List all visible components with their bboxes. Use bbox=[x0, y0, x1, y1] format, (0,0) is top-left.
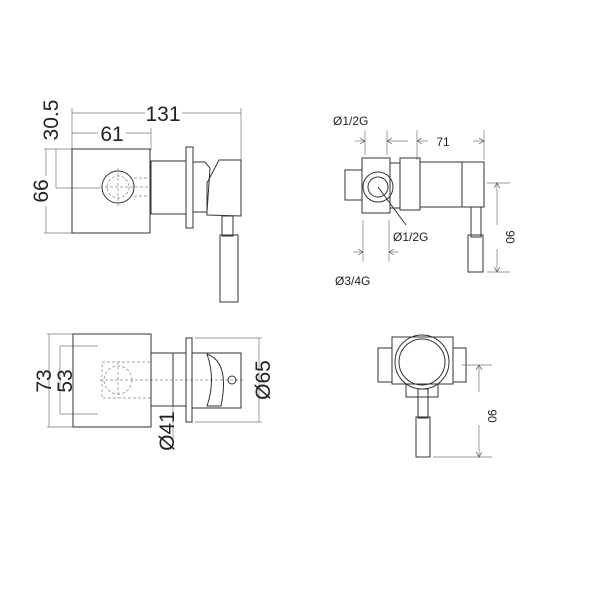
drawing-line bbox=[344, 169, 363, 201]
drawing-line bbox=[389, 162, 401, 209]
dim-90-rear: 90 bbox=[485, 409, 499, 423]
dim-90-top: 90 bbox=[503, 230, 517, 244]
handle-body bbox=[206, 159, 242, 217]
side-view: 131 61 66 30.5 bbox=[30, 100, 242, 303]
dim-61: 61 bbox=[100, 123, 123, 146]
dim-131: 131 bbox=[145, 103, 180, 126]
lever bbox=[415, 416, 431, 458]
drawing-line bbox=[367, 176, 389, 198]
wall-plate bbox=[72, 333, 152, 428]
drawing-line bbox=[377, 186, 407, 226]
wall-plate bbox=[71, 148, 151, 234]
cross-fitting bbox=[361, 157, 391, 214]
drawing-line bbox=[399, 157, 421, 211]
drawing-line bbox=[394, 334, 450, 390]
drawing-line bbox=[417, 388, 429, 419]
front-view: 73 53 Ø65 Ø41 bbox=[33, 333, 275, 451]
drawing-line bbox=[221, 215, 234, 237]
drawing-line bbox=[377, 347, 393, 383]
dim-41: Ø41 bbox=[156, 411, 179, 451]
dim-73: 73 bbox=[33, 369, 56, 392]
drawing-line bbox=[405, 383, 439, 398]
drawing-line bbox=[470, 206, 482, 238]
dim-30-5: 30.5 bbox=[40, 100, 63, 141]
flange bbox=[185, 146, 194, 229]
rear-view: 90 bbox=[377, 334, 499, 458]
dim-53: 53 bbox=[54, 369, 77, 392]
top-view: Ø1/2G 71 Ø1/2G 90 Ø3/4G bbox=[333, 114, 517, 288]
dim-71: 71 bbox=[436, 135, 450, 149]
cartridge-body bbox=[419, 161, 485, 208]
drawing-line bbox=[172, 352, 187, 407]
lever bbox=[219, 234, 239, 303]
dim-65: Ø65 bbox=[252, 360, 275, 400]
valve-body bbox=[150, 160, 187, 215]
handle bbox=[191, 352, 242, 409]
drawing-line bbox=[398, 338, 446, 386]
lever bbox=[467, 234, 484, 273]
drawing-line bbox=[206, 353, 224, 407]
dim-inlet-top: Ø1/2G bbox=[333, 114, 368, 128]
dim-inlet-bottom: Ø3/4G bbox=[335, 274, 370, 288]
drawing-line bbox=[362, 171, 394, 203]
valve-body bbox=[150, 352, 174, 407]
drawing-line bbox=[192, 161, 211, 213]
dim-66: 66 bbox=[30, 179, 53, 202]
dim-outlet: Ø1/2G bbox=[393, 230, 428, 244]
cross-fitting bbox=[391, 336, 454, 385]
drawing-line bbox=[227, 375, 237, 385]
